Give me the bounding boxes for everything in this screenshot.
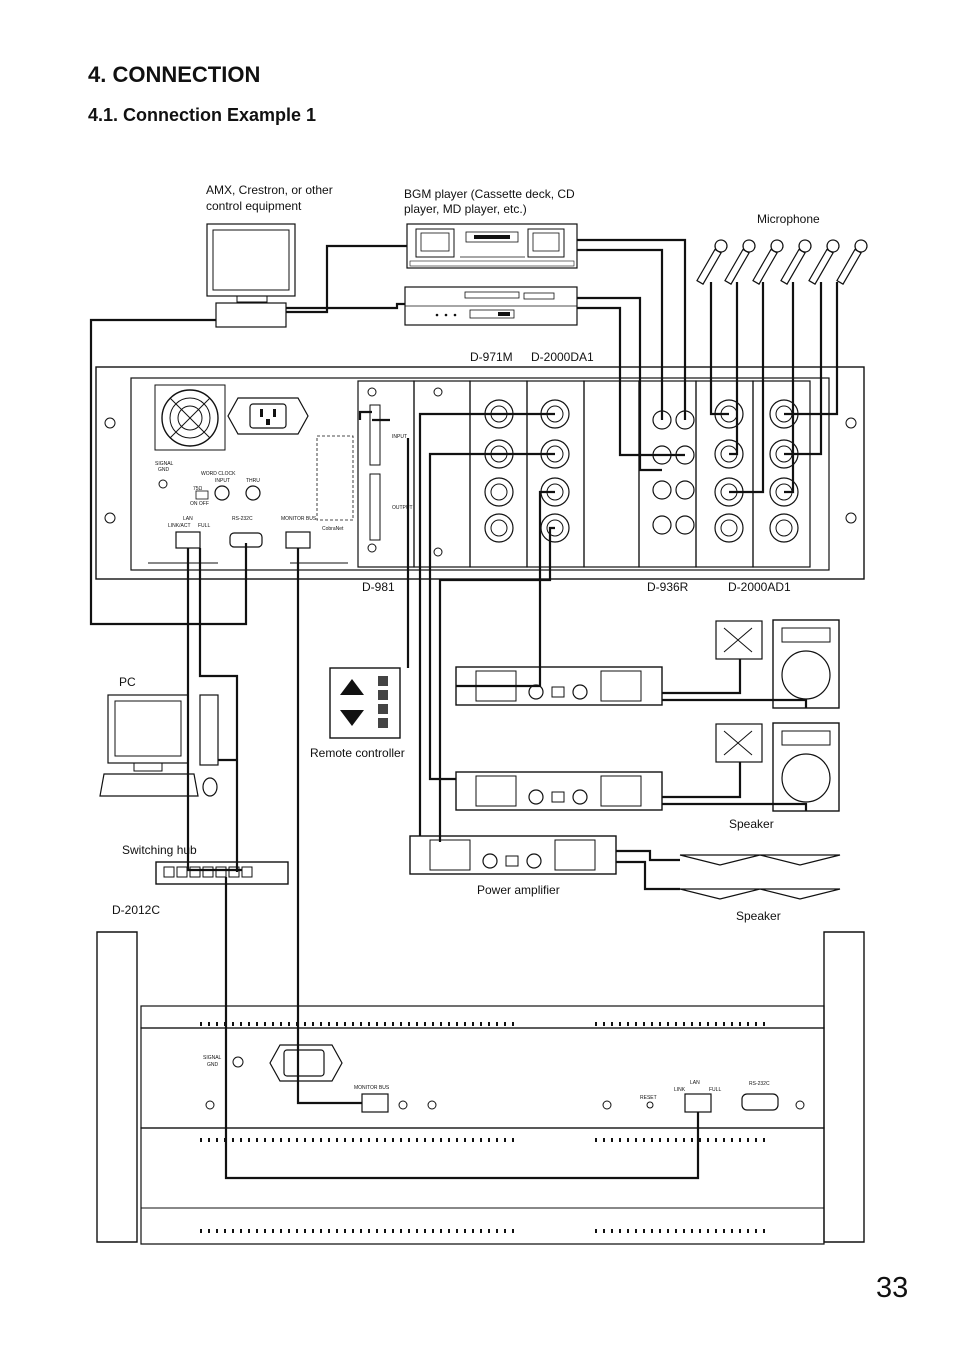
panel-link-act: LINK/ACT <box>168 523 191 529</box>
cassette-deck <box>406 223 578 269</box>
microphones <box>696 239 868 285</box>
subsection-title: 4.1. Connection Example 1 <box>88 105 317 125</box>
panel-lan: LAN <box>183 516 193 522</box>
card-d2000ad1-b <box>752 380 811 568</box>
cables <box>89 238 839 1180</box>
fan-grille <box>154 384 226 451</box>
label-remote-controller: Remote controller <box>310 746 405 760</box>
console-rs232c: RS-232C <box>749 1081 770 1087</box>
control-equipment-monitor <box>206 223 296 328</box>
panel-gnd: GND <box>158 467 170 473</box>
remote-controller <box>329 667 401 739</box>
card-d981: CobraNet INPUT OUTPUT <box>316 380 415 568</box>
page-number: 33 <box>876 1272 909 1304</box>
label-control-equipment-2: control equipment <box>206 199 302 213</box>
label-speaker-upper: Speaker <box>729 817 774 831</box>
panel-signal: SIGNAL <box>155 461 174 467</box>
power-amplifier-2 <box>455 771 663 811</box>
card-d971m <box>469 380 528 568</box>
panel-d981-input: INPUT <box>392 434 407 440</box>
label-d971m: D-971M <box>470 350 513 364</box>
console-signal: SIGNAL <box>203 1055 222 1061</box>
label-d936r: D-936R <box>647 580 689 594</box>
ac-inlet <box>227 397 309 435</box>
label-d2000da1: D-2000DA1 <box>531 350 594 364</box>
card-blank-2 <box>583 380 640 568</box>
panel-75ohm: 75Ω <box>193 486 203 492</box>
card-d2000ad1-a <box>695 380 754 568</box>
console-gnd: GND <box>207 1062 219 1068</box>
label-speaker-lower: Speaker <box>736 909 781 923</box>
power-amplifier-3 <box>409 835 617 875</box>
monitor-bus-port <box>285 531 311 549</box>
card-blank <box>413 380 471 568</box>
ceiling-speakers <box>679 854 841 900</box>
panel-full: FULL <box>198 523 210 529</box>
console-lan: LAN <box>690 1080 700 1086</box>
console-link: LINK <box>674 1087 686 1093</box>
speaker-box-1 <box>772 619 840 709</box>
label-microphone: Microphone <box>757 212 820 226</box>
console-full: FULL <box>709 1087 721 1093</box>
label-switching-hub: Switching hub <box>122 843 197 857</box>
label-d981: D-981 <box>362 580 395 594</box>
pc <box>99 694 219 797</box>
panel-word-clock: WORD CLOCK <box>201 471 236 477</box>
panel-cobranet: CobraNet <box>322 526 344 532</box>
panel-rs232c: RS-232C <box>232 516 253 522</box>
console-monitor-bus: MONITOR BUS <box>354 1085 390 1091</box>
cd-player <box>404 286 578 326</box>
speaker-horn-2 <box>715 723 763 763</box>
panel-on-off: ON OFF <box>190 501 209 507</box>
label-bgm-player-1: BGM player (Cassette deck, CD <box>404 187 575 201</box>
console-d2012c: SIGNAL GND MONITOR BUS RESET LAN LINK FU… <box>96 931 865 1245</box>
label-d2012c: D-2012C <box>112 903 160 917</box>
label-d2000ad1: D-2000AD1 <box>728 580 791 594</box>
console-reset: RESET <box>640 1095 657 1101</box>
panel-monitor-bus: MONITOR BUS <box>281 516 317 522</box>
label-bgm-player-2: player, MD player, etc.) <box>404 202 527 216</box>
main-rack-unit: SIGNAL GND WORD CLOCK INPUT THRU 75Ω ON … <box>95 366 865 580</box>
section-title: 4. CONNECTION <box>88 62 261 87</box>
switching-hub <box>155 861 289 885</box>
label-control-equipment-1: AMX, Crestron, or other <box>206 183 333 197</box>
card-d2000da1 <box>526 380 585 568</box>
panel-wc-input: INPUT <box>215 478 230 484</box>
panel-wc-thru: THRU <box>246 478 260 484</box>
label-pc: PC <box>119 675 136 689</box>
speaker-horn-1 <box>715 620 763 660</box>
speaker-box-2 <box>772 722 840 812</box>
lan-port <box>175 531 201 549</box>
label-power-amplifier: Power amplifier <box>477 883 560 897</box>
card-d936r <box>638 380 697 568</box>
panel-d981-output: OUTPUT <box>392 505 413 511</box>
